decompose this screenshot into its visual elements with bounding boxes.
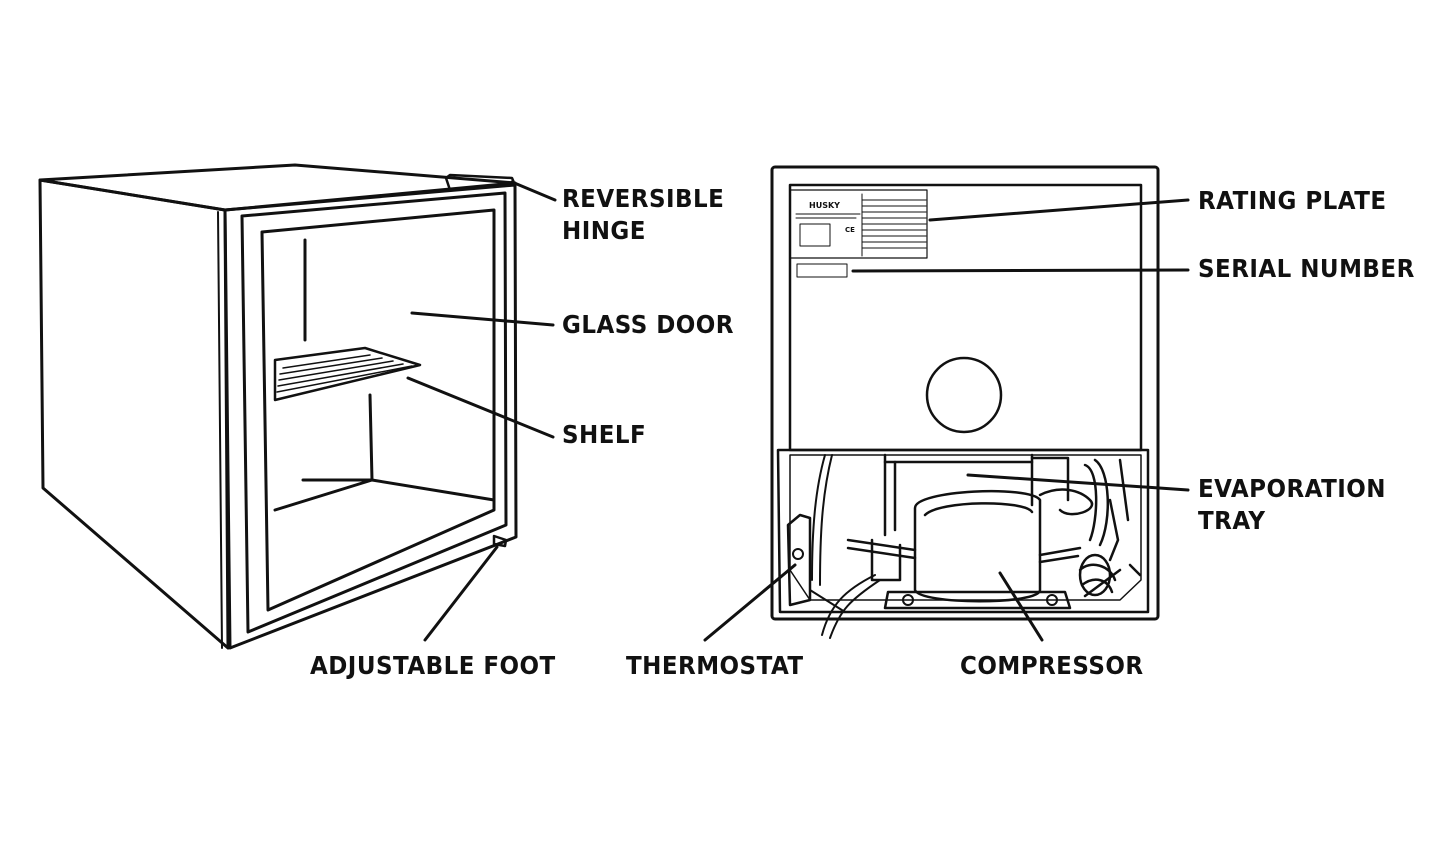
label-reversible-hinge-line1: REVERSIBLE [562, 184, 725, 213]
adjustable-foot [492, 534, 508, 548]
compressor [846, 489, 1082, 610]
fridge-top [38, 163, 517, 212]
label-evaporation-tray-line1: EVAPORATION [1198, 474, 1386, 503]
fridge-left-side [38, 178, 230, 650]
leader-evaporation-tray [966, 473, 1190, 492]
leader-rating-plate [928, 198, 1190, 222]
refrigerant-pipes [1038, 458, 1142, 598]
label-thermostat: THERMOSTAT [626, 651, 804, 680]
leader-shelf [406, 376, 555, 439]
front-view-fridge [38, 163, 518, 650]
back-view-fridge: HUSKY CE [770, 165, 1160, 639]
label-rating-plate: RATING PLATE [1198, 186, 1387, 215]
label-evaporation-tray-line2: TRAY [1198, 506, 1266, 535]
leader-reversible-hinge [510, 180, 557, 202]
door-frame-outer [223, 183, 518, 650]
leader-glass-door [410, 311, 555, 327]
label-shelf: SHELF [562, 420, 647, 449]
compressor-compartment [776, 448, 1150, 614]
label-reversible-hinge-line2: HINGE [562, 216, 646, 245]
leader-thermostat [703, 563, 797, 642]
label-glass-door: GLASS DOOR [562, 310, 734, 339]
shelf-rack [273, 346, 422, 402]
rating-plate: HUSKY CE [789, 189, 928, 259]
back-panel-upper [788, 183, 1143, 452]
wiring [809, 454, 881, 639]
leader-adjustable-foot [423, 545, 499, 642]
back-panel-outer [770, 165, 1160, 621]
thermostat [786, 513, 812, 607]
leader-lines [406, 180, 1190, 642]
leader-serial-number [851, 268, 1190, 273]
plate-ce-mark: CE [845, 226, 855, 234]
label-serial-number: SERIAL NUMBER [1198, 254, 1415, 283]
label-compressor: COMPRESSOR [960, 651, 1144, 680]
serial-number-sticker [796, 263, 848, 278]
leader-compressor [998, 571, 1044, 642]
back-port-circle [925, 356, 1003, 434]
plate-brand: HUSKY [809, 201, 840, 210]
label-adjustable-foot: ADJUSTABLE FOOT [310, 651, 556, 680]
door-frame-inner [240, 191, 508, 634]
glass-window [260, 208, 496, 612]
